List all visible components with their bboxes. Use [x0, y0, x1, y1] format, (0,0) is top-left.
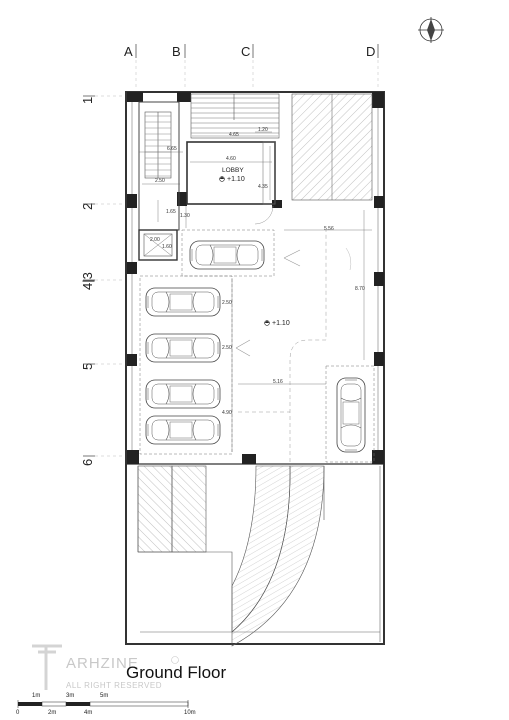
axis-label-c: C	[241, 44, 250, 59]
dim-4-35: 4.35	[258, 184, 268, 190]
dim-2-00: 2.00	[150, 237, 160, 243]
axis-label-d: D	[366, 44, 375, 59]
dim-6-65: 6.65	[167, 146, 177, 152]
dimension-lines	[139, 131, 372, 452]
axis-label-1: 1	[80, 97, 95, 104]
axis-label-b: B	[172, 44, 181, 59]
watermark-logo	[32, 644, 179, 690]
dim-5-16: 5.16	[273, 379, 283, 385]
lower-hatched-zones	[137, 465, 233, 632]
car-icon	[145, 287, 221, 317]
scale-label-4m: 4m	[84, 710, 92, 716]
scale-label-0: 0	[16, 710, 20, 716]
axis-label-6: 6	[80, 459, 95, 466]
car-icon	[145, 379, 221, 409]
dim-1-65: 1.65	[166, 209, 176, 215]
scale-label-2m: 2m	[48, 710, 56, 716]
watermark-brand: ARHZINE	[66, 655, 139, 672]
axis-column-ticks	[135, 44, 379, 58]
axis-label-2: 2	[80, 203, 95, 210]
elevator	[138, 229, 178, 261]
scale-label-10m: 10m	[184, 710, 196, 716]
level-marker-icon	[264, 320, 270, 326]
dim-2-50-c: 2.50	[222, 345, 232, 351]
curved-ramp	[231, 465, 325, 647]
car-icon	[145, 415, 221, 445]
axis-grid-lines	[95, 60, 379, 457]
dim-5-56: 5.56	[324, 226, 334, 232]
dim-4-90: 4.90	[222, 410, 232, 416]
scale-label-3m: 3m	[66, 693, 74, 699]
scale-label-5m: 5m	[100, 693, 108, 699]
dim-1-20: 1.20	[258, 127, 268, 133]
scale-label-1m: 1m	[32, 693, 40, 699]
axis-row-ticks	[83, 95, 95, 457]
watermark-rights: ALL RIGHT RESERVED	[66, 681, 162, 690]
dim-4-60: 4.60	[226, 156, 236, 162]
structural-columns	[127, 92, 384, 464]
car-icon	[145, 333, 221, 363]
lobby-label: LOBBY	[222, 167, 244, 174]
car-icon	[336, 377, 366, 453]
dim-1-60: 1.60	[162, 244, 172, 250]
dim-2-50: 2.50	[155, 178, 165, 184]
entrance-steps	[190, 93, 280, 139]
dim-8-70: 8.70	[355, 286, 365, 292]
level-marker-icon	[219, 176, 225, 182]
axis-label-5: 5	[80, 363, 95, 370]
dim-2-50-b: 2.50	[222, 300, 232, 306]
drawing-title: Ground Floor	[126, 663, 226, 682]
axis-label-a: A	[124, 44, 133, 59]
dim-1-30: 1.30	[180, 213, 190, 219]
lobby-level: +1.10	[227, 176, 245, 183]
axis-label-4-3: 4|3	[80, 272, 95, 290]
north-arrow-icon	[418, 17, 444, 43]
ramp-top	[291, 93, 373, 201]
parking-level: +1.10	[272, 320, 290, 327]
dim-4-65: 4.65	[229, 132, 239, 138]
car-icon	[189, 240, 265, 270]
scale-bar	[17, 700, 189, 708]
lobby-room	[186, 141, 276, 225]
